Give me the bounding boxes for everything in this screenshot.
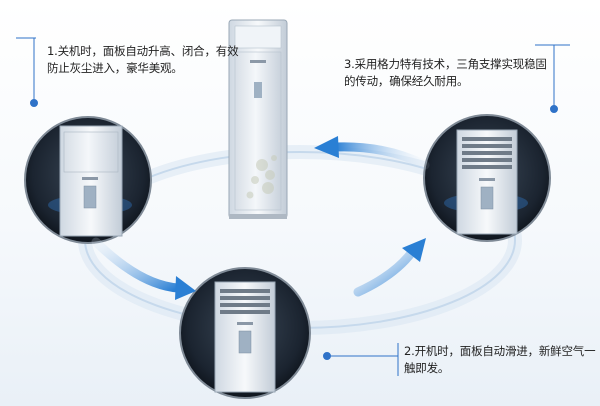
curved-arrow-icon: [91, 237, 196, 300]
caption-step1-line1: 1.关机时，面板自动升高、闭合，有效: [47, 44, 239, 58]
caption-step1: 1.关机时，面板自动升高、闭合，有效 防止灰尘进入，豪华美观。: [47, 43, 239, 77]
caption-step2-line1: 2.开机时，面板自动滑进，新鲜空气一: [404, 344, 596, 358]
bottom-unit-open: [179, 267, 311, 399]
center-air-conditioner: [228, 19, 288, 219]
curved-arrow-icon: [314, 136, 430, 170]
caption-step3-line1: 3.采用格力特有技术，三角支撑实现稳固: [344, 57, 547, 71]
caption-step2-line2: 触即发。: [404, 361, 450, 375]
louver-grille: [462, 137, 512, 169]
pointer-line-step3: [535, 44, 570, 113]
pointer-line-step1: [16, 37, 38, 107]
pointer-line-step2: [323, 343, 399, 376]
caption-step1-line2: 防止灰尘进入，豪华美观。: [47, 61, 183, 75]
right-unit-open: [423, 114, 551, 242]
caption-step3-line2: 的传动，确保经久耐用。: [344, 74, 469, 88]
floral-decoration: [246, 155, 277, 199]
louver-grille: [220, 289, 270, 314]
curved-arrow-icon: [353, 238, 426, 297]
circle-dot-icon: [30, 99, 38, 107]
left-unit-closed: [24, 116, 152, 244]
caption-step2: 2.开机时，面板自动滑进，新鲜空气一 触即发。: [404, 343, 596, 377]
caption-step3: 3.采用格力特有技术，三角支撑实现稳固 的传动，确保经久耐用。: [344, 56, 547, 90]
circle-dot-icon: [550, 105, 558, 113]
